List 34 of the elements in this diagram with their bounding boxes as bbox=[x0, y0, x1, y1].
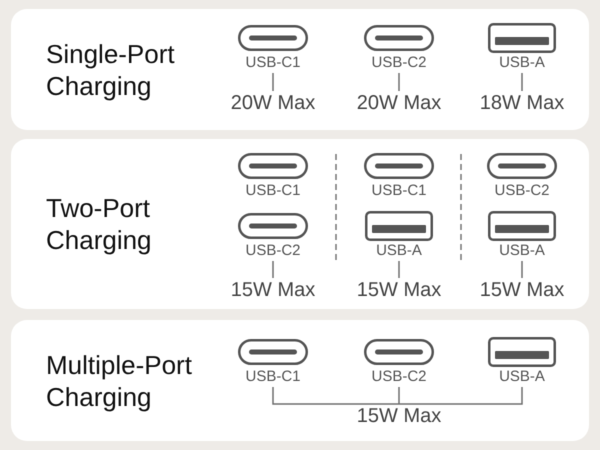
port-label: USB-C2 bbox=[494, 181, 550, 201]
connector-line bbox=[272, 73, 274, 91]
port-label: USB-A bbox=[376, 241, 422, 261]
port-label: USB-C1 bbox=[245, 367, 300, 387]
connector-line bbox=[399, 387, 523, 405]
port-label: USB-C2 bbox=[371, 367, 426, 387]
power-rating: 20W Max bbox=[356, 91, 442, 115]
connector-line bbox=[398, 387, 400, 404]
power-rating: 15W Max bbox=[480, 278, 564, 302]
section-heading: Single-Port Charging bbox=[46, 38, 176, 102]
connector-line bbox=[521, 73, 523, 91]
power-rating: 18W Max bbox=[480, 91, 564, 115]
power-rating: 15W Max bbox=[356, 404, 442, 428]
section-heading: Two-Port Charging bbox=[46, 192, 153, 256]
power-rating: 15W Max bbox=[356, 278, 442, 302]
power-rating: 15W Max bbox=[230, 278, 316, 302]
section-heading: Multiple-Port Charging bbox=[46, 348, 193, 412]
port-label: USB-C1 bbox=[245, 181, 300, 201]
connector-line bbox=[272, 261, 274, 278]
port-label: USB-C1 bbox=[245, 53, 300, 73]
port-label: USB-C1 bbox=[371, 181, 426, 201]
port-label: USB-C2 bbox=[245, 241, 300, 261]
connector-line bbox=[398, 73, 400, 91]
connector-line bbox=[521, 261, 523, 278]
connector-line bbox=[398, 261, 400, 278]
panel-card bbox=[11, 320, 589, 441]
panel-card bbox=[11, 9, 589, 130]
port-label: USB-A bbox=[499, 241, 545, 261]
power-rating: 20W Max bbox=[230, 91, 316, 115]
connector-line bbox=[272, 387, 399, 405]
port-label: USB-A bbox=[499, 53, 545, 73]
panel-card bbox=[11, 139, 589, 309]
port-label: USB-A bbox=[499, 367, 545, 387]
port-label: USB-C2 bbox=[371, 53, 426, 73]
